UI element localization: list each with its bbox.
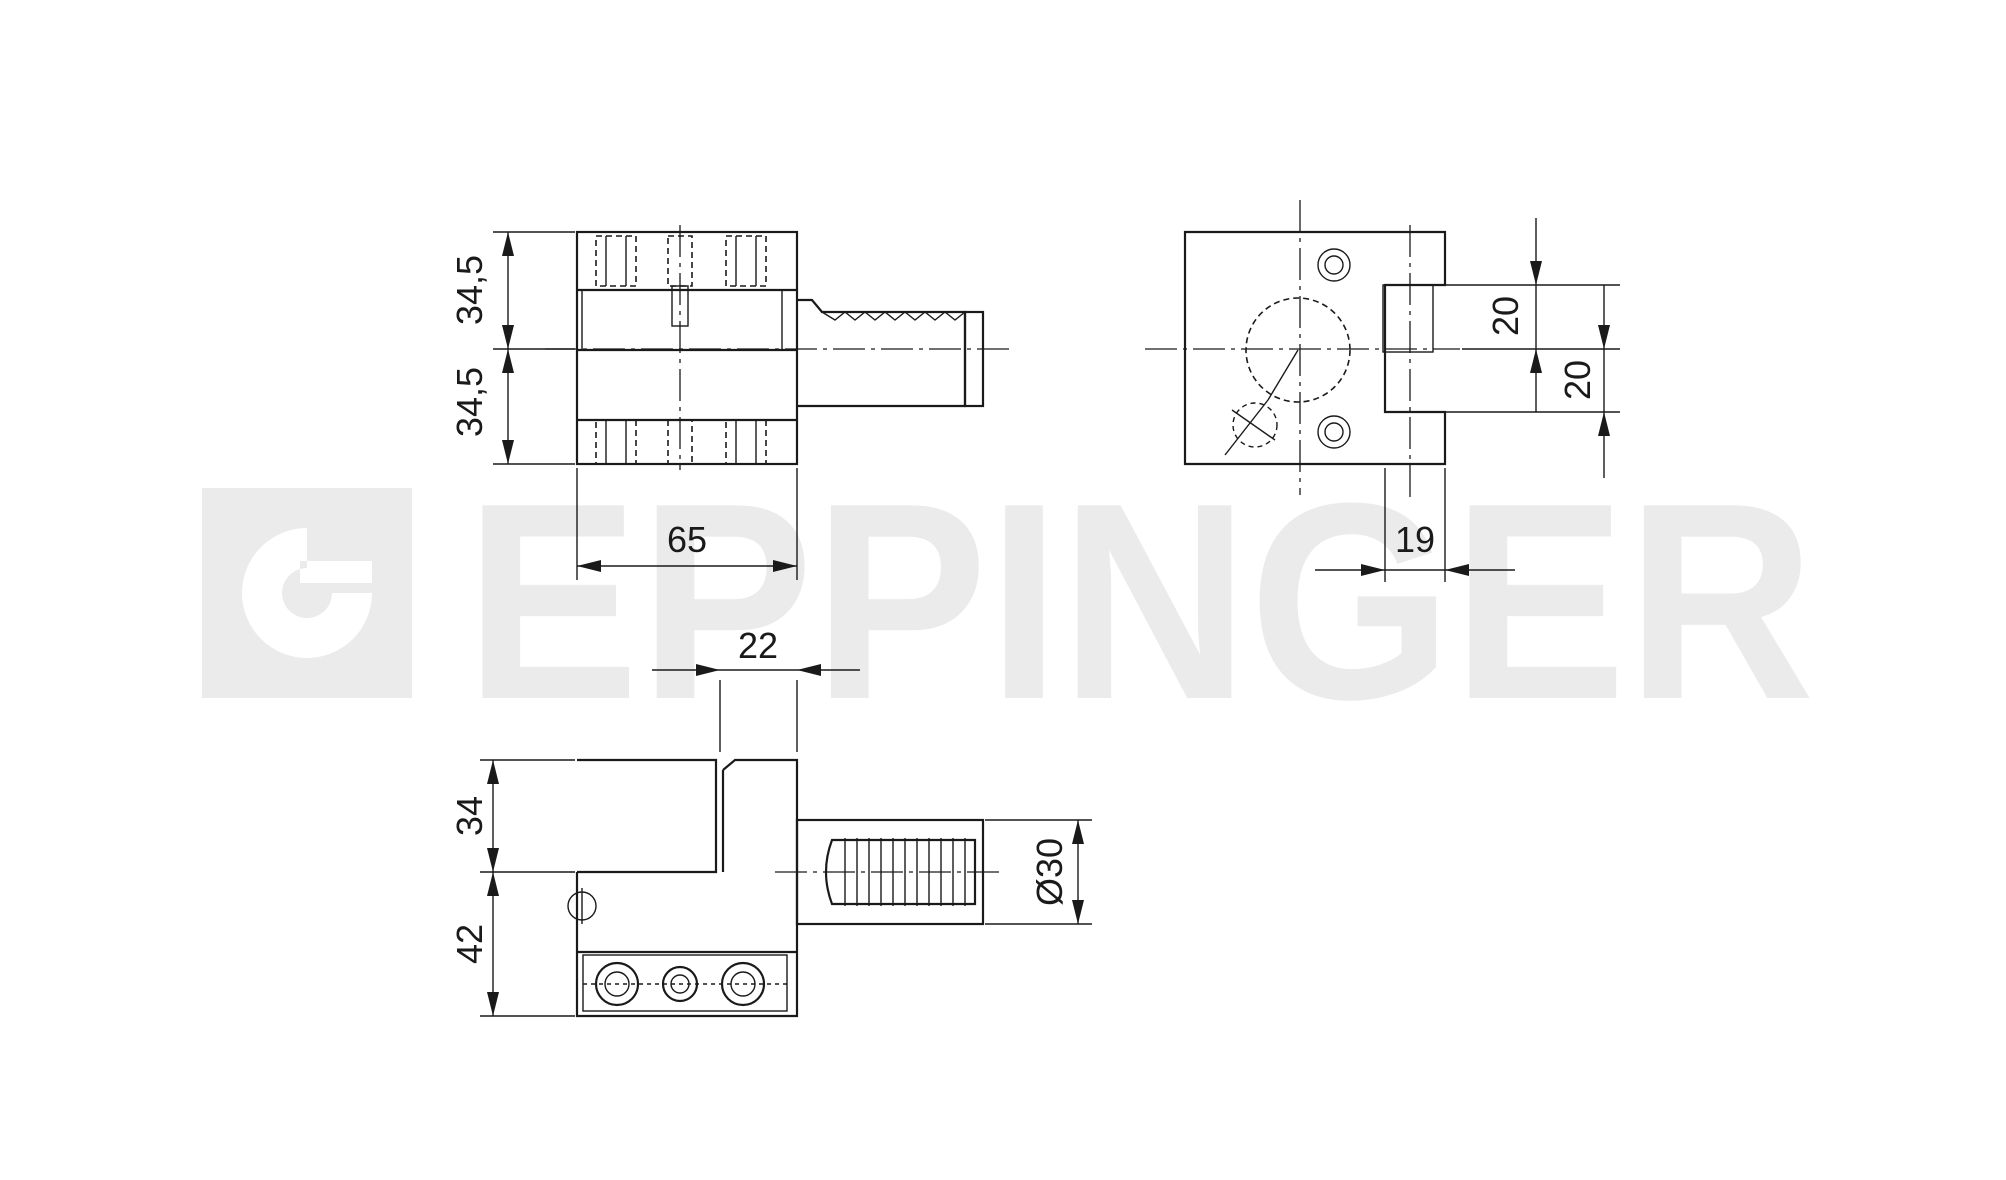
watermark-text: EPPINGER <box>465 446 1815 758</box>
dim-side-upper: 20 <box>1485 296 1526 336</box>
dim-top-offset: 22 <box>738 625 778 666</box>
front-view: 34,5 34,5 65 <box>449 225 1015 580</box>
top-view: 22 34 42 Ø30 <box>449 625 1092 1018</box>
dim-side-lower: 20 <box>1557 360 1598 400</box>
dim-top-upper-height: 34 <box>449 796 490 836</box>
dim-front-lower-height: 34,5 <box>449 367 490 437</box>
dim-side-slot-width: 19 <box>1395 519 1435 560</box>
side-view: 20 20 19 <box>1145 200 1620 582</box>
dim-front-width: 65 <box>667 519 707 560</box>
dim-top-lower-height: 42 <box>449 924 490 964</box>
dim-shank-diameter: Ø30 <box>1029 838 1070 906</box>
dim-front-upper-height: 34,5 <box>449 255 490 325</box>
eppinger-logo-icon <box>202 488 412 698</box>
watermark: EPPINGER <box>202 446 1815 758</box>
